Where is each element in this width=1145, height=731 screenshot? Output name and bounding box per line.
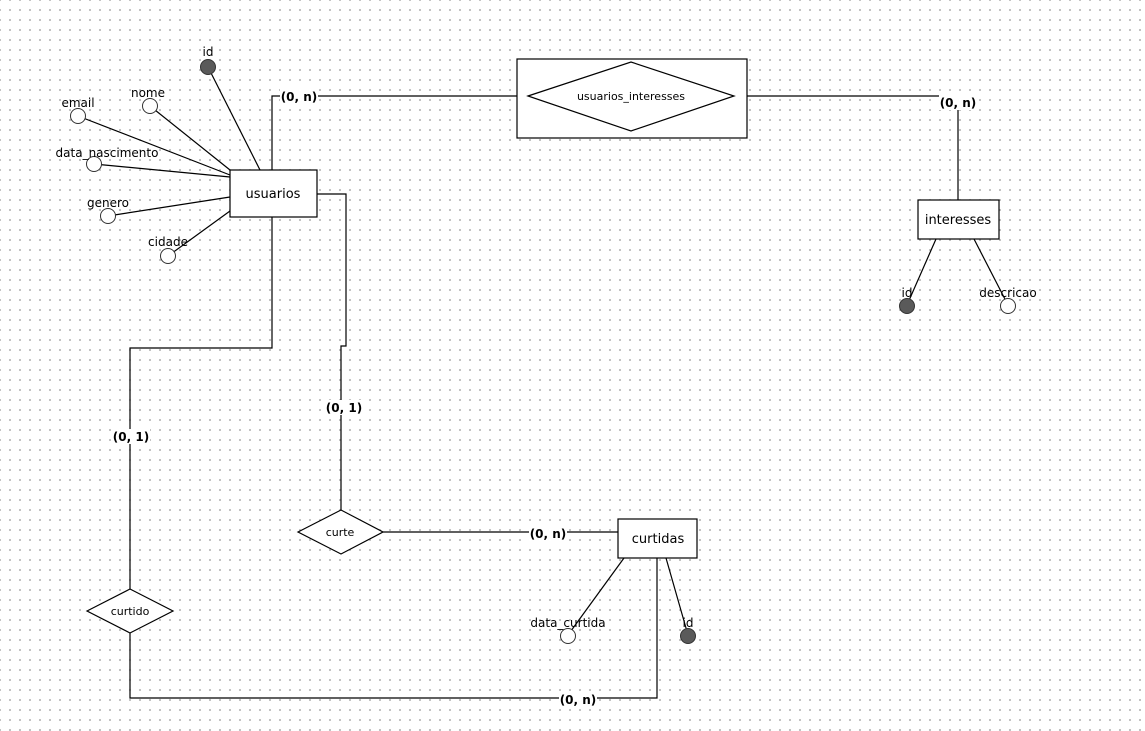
attribute-label-usuarios-data-nascimento: data_nascimento <box>56 146 159 160</box>
cardinality-usuarios-usuarios-interesses: (0, n) <box>281 90 318 104</box>
cardinality-usuarios-curte: (0, 1) <box>326 401 362 415</box>
attr-link-interesses-descricao <box>973 238 1009 306</box>
attribute-label-usuarios-genero: genero <box>87 196 129 210</box>
attr-link-usuarios-email <box>77 115 231 176</box>
attribute-label-interesses-id: id <box>902 286 913 300</box>
attribute-marker <box>70 108 86 124</box>
attr-link-curtidas-id <box>665 557 689 636</box>
attribute-label-curtidas-data-curtida: data_curtida <box>530 616 605 630</box>
cardinality-background <box>939 95 977 110</box>
attribute-label-usuarios-email: email <box>61 96 94 110</box>
relationship-label: curtido <box>111 605 150 618</box>
relationship-usuarios-interesses[interactable]: usuarios_interesses <box>516 58 748 139</box>
attribute-marker <box>100 208 116 224</box>
entity-box <box>617 518 698 559</box>
attribute-marker <box>142 98 158 114</box>
entity-usuarios[interactable]: usuarios <box>229 169 318 218</box>
attribute-marker <box>1000 298 1016 314</box>
cardinality-curtidas-curte: (0, n) <box>530 527 567 541</box>
cardinality-background <box>559 692 597 707</box>
entity-box <box>229 169 318 218</box>
edge-usuarios-curte <box>317 193 347 510</box>
relationship-curte[interactable]: curte <box>296 509 385 555</box>
relationship-curtido[interactable]: curtido <box>85 588 175 634</box>
entity-label: curtidas <box>632 532 685 547</box>
attr-link-curtidas-data-curtida <box>567 557 625 636</box>
attribute-marker <box>86 156 102 172</box>
edge-usuarios-curtido <box>129 217 273 589</box>
relationship-diamond <box>526 61 736 132</box>
cardinality-curtidas-curtido: (0, n) <box>560 693 597 707</box>
cardinality-usuarios-curtido: (0, 1) <box>113 430 149 444</box>
relationship-diamond <box>85 588 175 634</box>
entity-label: interesses <box>925 213 992 228</box>
cardinality-background <box>325 400 363 415</box>
edge-curtido-curtidas <box>129 558 658 699</box>
cardinality-interesses-usuarios-interesses: (0, n) <box>940 96 977 110</box>
attr-link-usuarios-id <box>207 66 261 171</box>
entity-box <box>917 199 1000 240</box>
attribute-label-usuarios-nome: nome <box>131 86 165 100</box>
key-attribute-marker <box>680 628 696 644</box>
attr-link-usuarios-genero <box>107 196 231 217</box>
cardinality-background <box>529 526 567 541</box>
key-attribute-marker <box>899 298 915 314</box>
attr-link-usuarios-cidade <box>167 210 231 257</box>
attribute-marker <box>560 628 576 644</box>
attr-link-interesses-id <box>906 238 937 306</box>
entity-curtidas[interactable]: curtidas <box>617 518 698 559</box>
key-attribute-marker <box>200 59 216 75</box>
relationship-diamond <box>296 509 385 555</box>
entity-interesses[interactable]: interesses <box>917 199 1000 240</box>
attribute-label-usuarios-id: id <box>203 45 214 59</box>
edge-usuarios-interesses-interesses <box>734 95 959 200</box>
attribute-label-interesses-descricao: descricao <box>979 286 1036 300</box>
attr-link-usuarios-data-nascimento <box>93 163 231 178</box>
attr-link-usuarios-nome <box>149 105 231 171</box>
attribute-label-usuarios-cidade: cidade <box>148 235 188 249</box>
attribute-label-curtidas-id: id <box>683 616 694 630</box>
cardinality-background <box>112 429 150 444</box>
relationship-label: curte <box>326 526 355 539</box>
relationship-label: usuarios_interesses <box>577 90 685 103</box>
attribute-marker <box>160 248 176 264</box>
entity-label: usuarios <box>246 187 301 202</box>
cardinality-background <box>280 89 318 104</box>
edge-usuarios-usuarios-interesses <box>271 95 528 170</box>
